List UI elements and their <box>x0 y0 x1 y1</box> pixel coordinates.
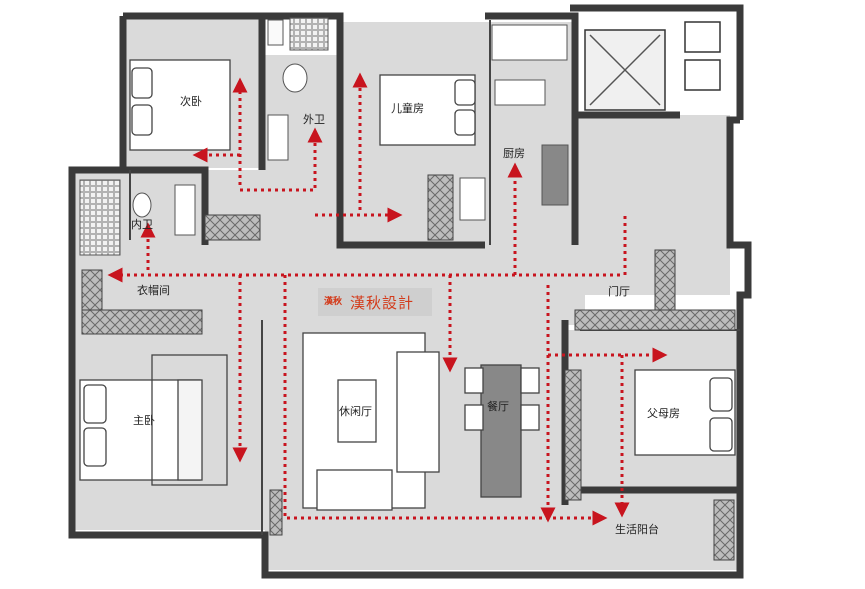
label-master-bedroom: 主卧 <box>133 414 155 427</box>
brand-text: 漢秋設計 <box>350 293 415 312</box>
elevator-shaft <box>584 21 721 111</box>
label-guest-bath: 外卫 <box>303 113 325 126</box>
circulation-routes <box>107 72 668 526</box>
built-in-cabinets <box>81 174 736 561</box>
bath-fixtures <box>79 17 329 256</box>
furniture <box>79 59 736 511</box>
label-inner-bath: 内卫 <box>131 218 153 231</box>
label-dining: 餐厅 <box>487 400 509 413</box>
label-kitchen: 厨房 <box>503 147 525 160</box>
brand-stamp: 漢秋 <box>324 296 343 307</box>
label-kids-room: 儿童房 <box>391 102 424 115</box>
label-closet: 衣帽间 <box>137 284 170 297</box>
kitchen-fixtures <box>459 24 569 221</box>
label-parents-room: 父母房 <box>647 407 680 420</box>
label-lounge: 休闲厅 <box>339 405 372 418</box>
brand-watermark: 漢秋 漢秋設計 <box>318 288 432 316</box>
label-utility-balcony: 生活阳台 <box>615 523 659 536</box>
label-foyer: 门厅 <box>608 285 630 298</box>
label-second-bedroom: 次卧 <box>180 95 202 108</box>
